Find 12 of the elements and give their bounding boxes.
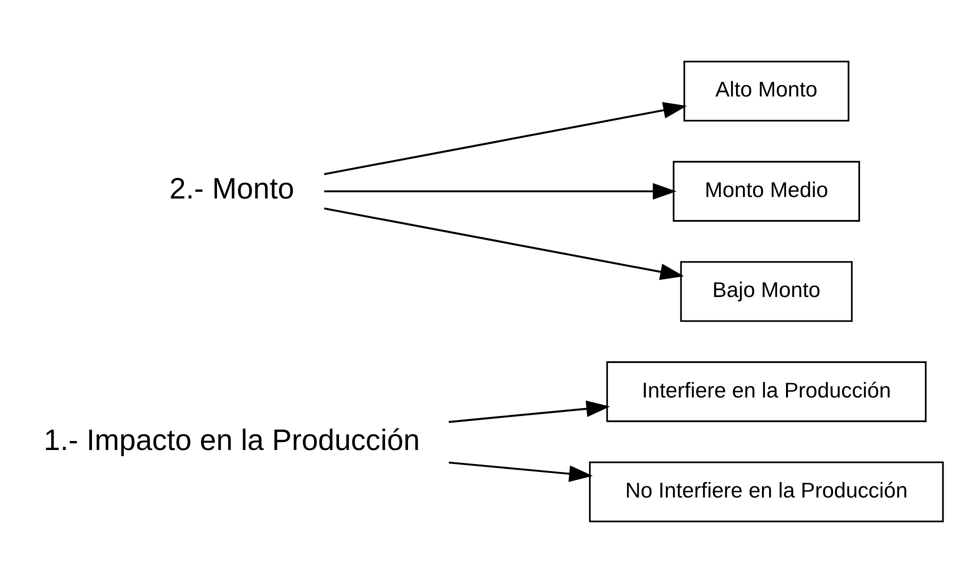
node-box: Alto Monto [683,60,850,122]
arrow [448,462,593,482]
arrow [324,183,676,200]
arrow [324,207,684,280]
node-box: Monto Medio [672,160,860,222]
node-box: Interfiere en la Producción [606,361,927,422]
node-text: 1.- Impacto en la Producción [44,424,420,457]
arrow [324,102,687,176]
arrow [448,400,610,423]
node-box: Bajo Monto [680,261,853,322]
node-box: No Interfiere en la Producción [589,461,944,522]
node-text: 2.- Monto [169,172,294,206]
